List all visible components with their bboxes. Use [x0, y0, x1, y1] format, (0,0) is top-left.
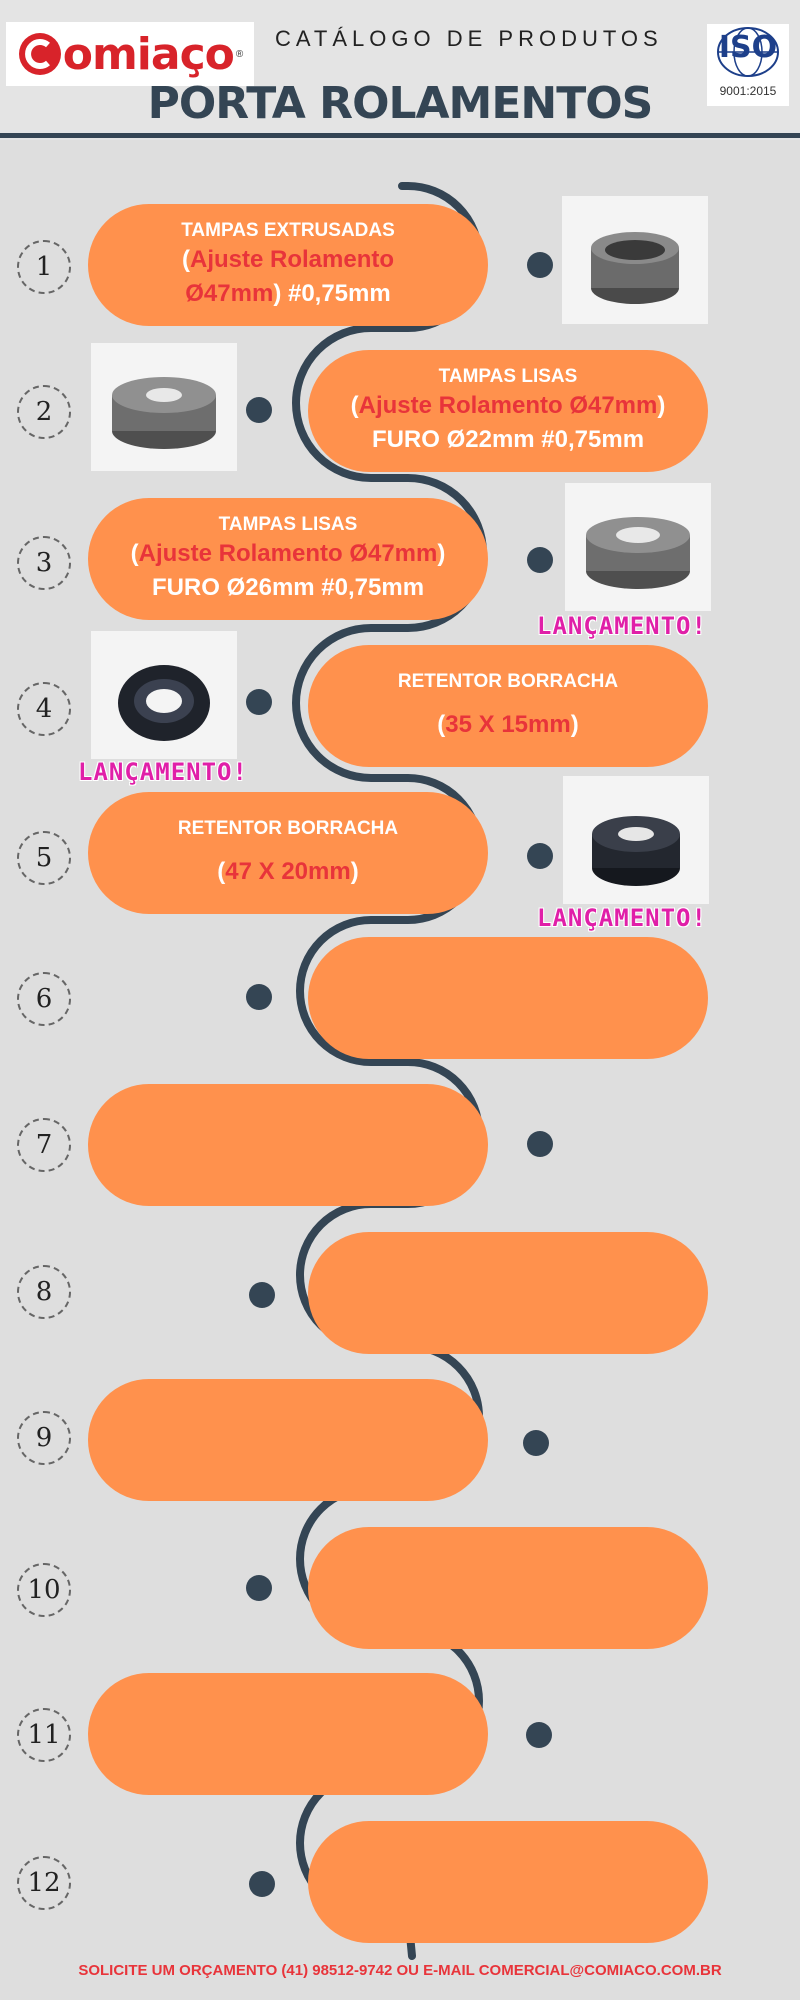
timeline-node-1	[527, 252, 553, 278]
launch-badge: LANÇAMENTO!	[78, 758, 248, 786]
comiaco-logo: omiaço ®	[6, 22, 254, 86]
item-title: TAMPAS LISAS	[218, 514, 358, 535]
timeline-node-11	[526, 1722, 552, 1748]
item-card-7	[88, 1084, 488, 1206]
product-photo-flat-cap	[91, 343, 237, 471]
timeline-node-9	[523, 1430, 549, 1456]
item-title: RETENTOR BORRACHA	[177, 818, 399, 839]
item-card-8	[308, 1232, 708, 1354]
page-title: PORTA ROLAMENTOS	[147, 78, 654, 129]
item-number-12: 12	[9, 1848, 79, 1918]
product-photo-flat-cap	[565, 483, 711, 611]
iso-standard: 9001:2015	[719, 84, 777, 98]
item-number-10: 10	[9, 1555, 79, 1625]
product-photo-rubber-seal	[563, 776, 709, 904]
item-card-10	[308, 1527, 708, 1649]
timeline-node-12	[249, 1871, 275, 1897]
item-number-8: 8	[9, 1257, 79, 1327]
item-card-1: TAMPAS EXTRUSADAS (Ajuste Rolamento Ø47m…	[88, 204, 488, 326]
footer-contact: SOLICITE UM ORÇAMENTO (41) 98512-9742 OU…	[78, 1962, 722, 1979]
title-divider	[0, 133, 800, 138]
product-photo-extruded-cap	[562, 196, 708, 324]
timeline-node-3	[527, 547, 553, 573]
item-card-11	[88, 1673, 488, 1795]
item-number-6: 6	[9, 964, 79, 1034]
iso-certification-badge: ISO 9001:2015	[707, 24, 789, 106]
globe-icon	[717, 27, 779, 77]
item-title: RETENTOR BORRACHA	[397, 671, 619, 692]
launch-badge: LANÇAMENTO!	[537, 612, 707, 640]
timeline-node-6	[246, 984, 272, 1010]
iso-mark: ISO	[718, 30, 778, 65]
item-number-5: 5	[9, 823, 79, 893]
item-number-11: 11	[9, 1700, 79, 1770]
timeline-node-7	[527, 1131, 553, 1157]
timeline-node-2	[246, 397, 272, 423]
item-number-9: 9	[9, 1403, 79, 1473]
item-number-2: 2	[9, 377, 79, 447]
item-title: TAMPAS LISAS	[438, 366, 578, 387]
item-number-7: 7	[9, 1110, 79, 1180]
item-card-3: TAMPAS LISAS (Ajuste Rolamento Ø47mm) FU…	[88, 498, 488, 620]
launch-badge: LANÇAMENTO!	[537, 904, 707, 932]
timeline-node-10	[246, 1575, 272, 1601]
item-card-6	[308, 937, 708, 1059]
item-number-4: 4	[9, 674, 79, 744]
timeline-node-8	[249, 1282, 275, 1308]
item-card-4: RETENTOR BORRACHA (35 X 15mm)	[308, 645, 708, 767]
item-number-1: 1	[9, 232, 79, 302]
item-title: TAMPAS EXTRUSADAS	[181, 220, 395, 241]
logo-registered-mark: ®	[235, 48, 244, 60]
logo-text: omiaço	[62, 28, 235, 80]
logo-c-mark-icon	[18, 33, 61, 75]
product-photo-rubber-seal	[91, 631, 237, 759]
item-card-5: RETENTOR BORRACHA (47 X 20mm)	[88, 792, 488, 914]
item-card-12	[308, 1821, 708, 1943]
item-number-3: 3	[9, 528, 79, 598]
item-card-9	[88, 1379, 488, 1501]
timeline-node-4	[246, 689, 272, 715]
catalog-title: CATÁLOGO DE PRODUTOS	[275, 26, 663, 51]
timeline-node-5	[527, 843, 553, 869]
item-card-2: TAMPAS LISAS (Ajuste Rolamento Ø47mm) FU…	[308, 350, 708, 472]
